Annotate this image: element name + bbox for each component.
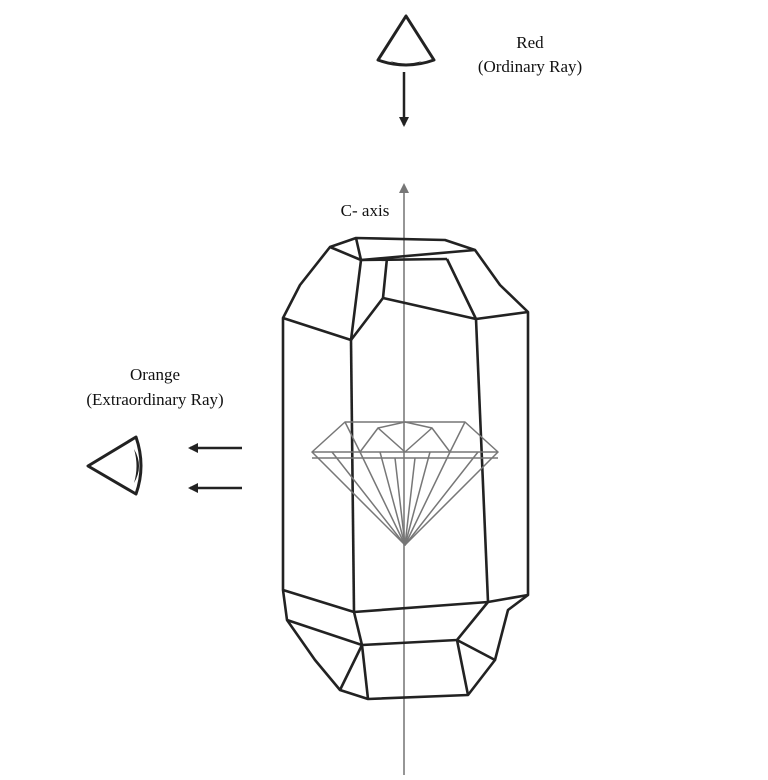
extraordinary-ray-title: Orange [129,365,181,384]
eye-icon [86,435,143,496]
eye-icon [376,14,436,67]
extraordinary-ray-subtitle: (Extraordinary Ray) [86,390,224,409]
ordinary-ray-subtitle: (Ordinary Ray) [477,57,583,76]
c-axis-label: C- axis [340,201,390,220]
crystal-prism [281,236,530,701]
ordinary-ray-title: Red [516,33,544,52]
gem-diamond [311,421,499,546]
